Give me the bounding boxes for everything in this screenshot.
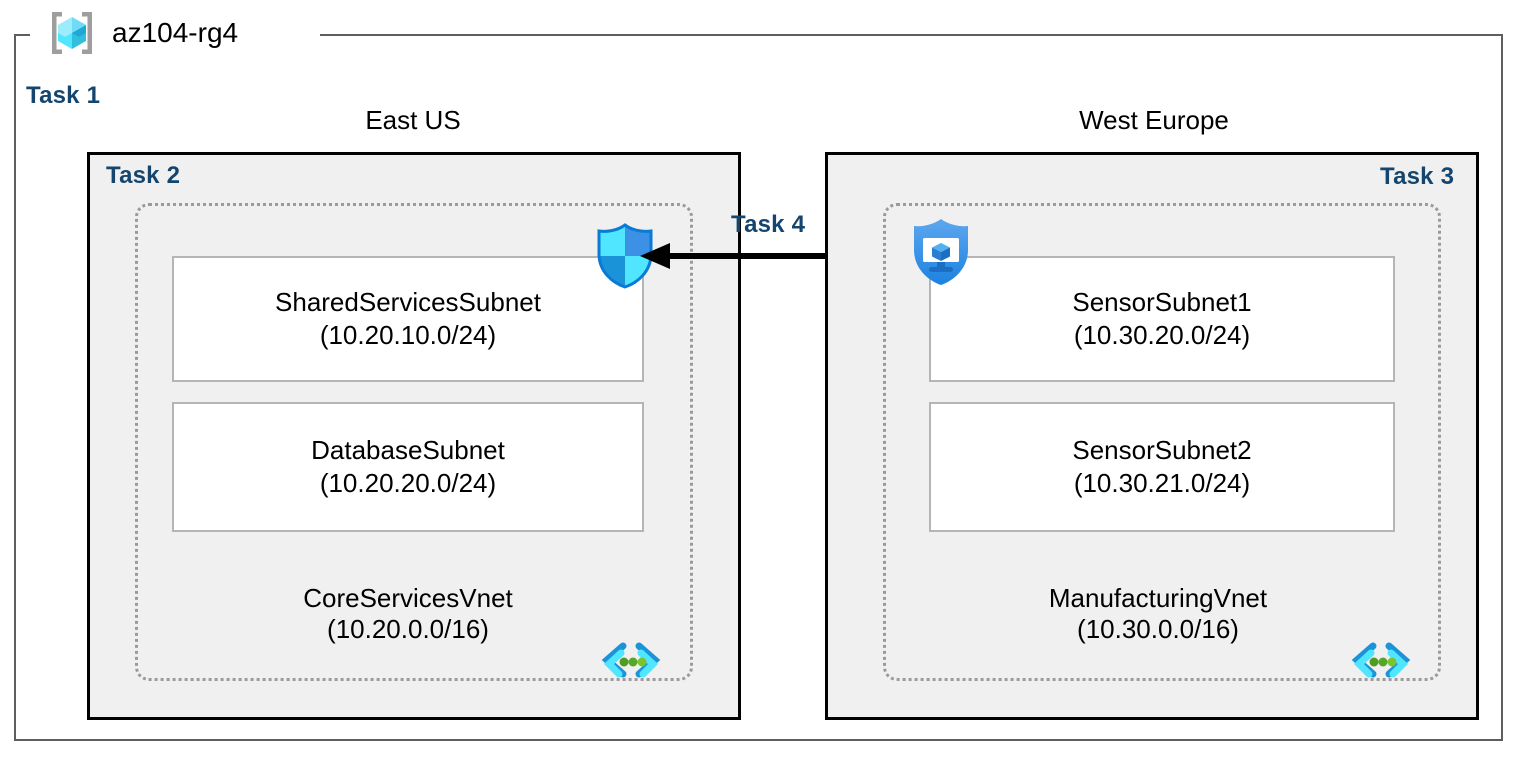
- subnet-cidr: (10.20.10.0/24): [319, 320, 497, 350]
- vnet-name: ManufacturingVnet: [1048, 583, 1268, 613]
- task-3-label: Task 3: [1380, 163, 1455, 190]
- vnet-caption-manufacturingvnet: ManufacturingVnet (10.30.0.0/16): [930, 583, 1386, 644]
- vnet-cidr: (10.30.0.0/16): [1077, 613, 1239, 644]
- bastion-shield-monitor-icon: [908, 216, 974, 288]
- task-2-label: Task 2: [106, 162, 181, 189]
- subnet-cidr: (10.20.20.0/24): [319, 468, 497, 498]
- subnet-name: SharedServicesSubnet: [275, 287, 541, 318]
- resource-group-header: az104-rg4: [46, 4, 238, 62]
- task-1-label: Task 1: [26, 82, 101, 109]
- task-4-label: Task 4: [731, 211, 806, 238]
- subnet-box-databasesubnet: DatabaseSubnet (10.20.20.0/24): [172, 402, 644, 532]
- firewall-shield-icon: [594, 222, 656, 290]
- virtual-network-icon: [1350, 640, 1412, 684]
- subnet-cidr: (10.30.21.0/24): [1073, 468, 1251, 498]
- subnet-box-sharedservicessubnet: SharedServicesSubnet (10.20.10.0/24): [172, 256, 644, 382]
- resource-group-cube-icon: [46, 7, 98, 59]
- resource-group-frame: [14, 34, 1503, 741]
- subnet-box-sensorsubnet2: SensorSubnet2 (10.30.21.0/24): [929, 402, 1395, 532]
- vnet-caption-coreservicesvnet: CoreServicesVnet (10.20.0.0/16): [180, 583, 636, 644]
- resource-group-name: az104-rg4: [112, 17, 239, 48]
- subnet-name: SensorSubnet2: [1072, 435, 1252, 466]
- vnet-container-manufacturingvnet: [883, 203, 1441, 681]
- vnet-cidr: (10.20.0.0/16): [327, 613, 489, 644]
- virtual-network-icon: [600, 640, 662, 684]
- vnet-name: CoreServicesVnet: [303, 583, 513, 613]
- region-title-east-us: East US: [365, 105, 461, 135]
- resource-group-title-gap: [30, 24, 320, 44]
- subnet-name: SensorSubnet1: [1072, 287, 1252, 318]
- subnet-box-sensorsubnet1: SensorSubnet1 (10.30.20.0/24): [929, 256, 1395, 382]
- region-title-west-europe: West Europe: [1079, 105, 1229, 135]
- vnet-container-coreservicesvnet: [135, 203, 693, 681]
- subnet-name: DatabaseSubnet: [311, 435, 505, 466]
- subnet-cidr: (10.30.20.0/24): [1073, 320, 1251, 350]
